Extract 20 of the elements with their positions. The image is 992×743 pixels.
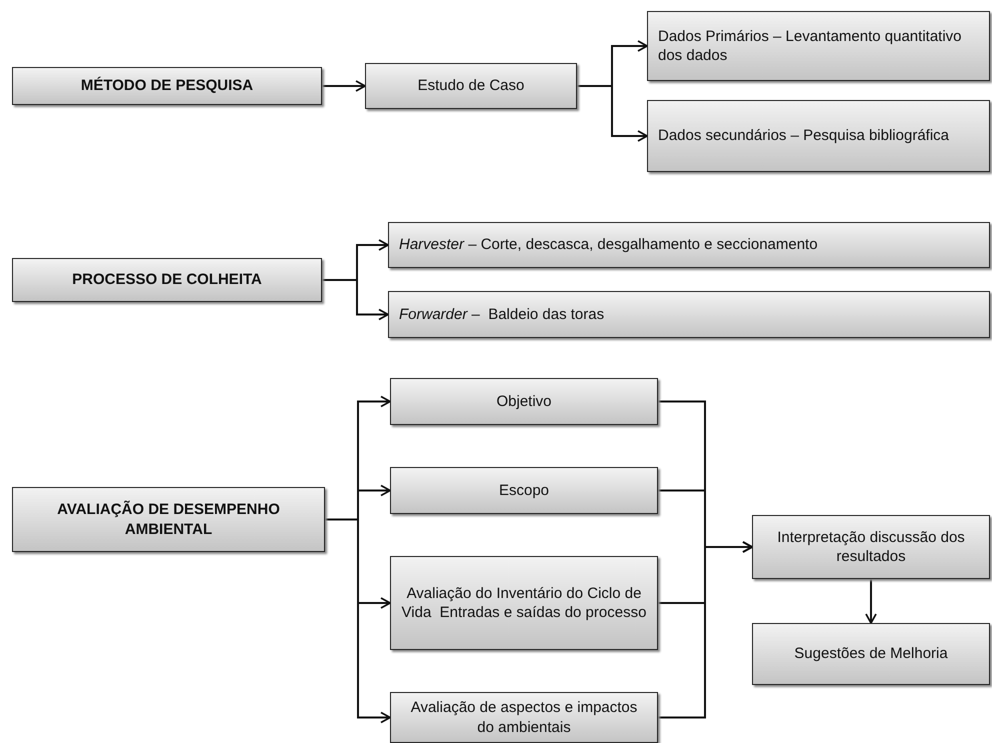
process-box: Objetivo [390, 378, 658, 425]
process-box: Estudo de Caso [365, 63, 577, 109]
process-box: PROCESSO DE COLHEITA [12, 258, 322, 302]
process-box: Sugestões de Melhoria [752, 623, 990, 685]
arrow [577, 85, 648, 142]
process-box: Interpretação discussão dos resultados [752, 515, 990, 579]
arrow [325, 518, 391, 724]
process-box: Escopo [390, 467, 658, 514]
process-box: Avaliação do Inventário do Ciclo de Vida Entradas e saídas do processo [390, 556, 658, 650]
process-box: Dados secundários – Pesquisa bibliográfica [647, 100, 990, 172]
process-box: AVALIAÇÃO DE DESEMPENHO AMBIENTAL [12, 487, 325, 552]
arrow [865, 579, 877, 624]
arrow [658, 541, 753, 718]
arrow [322, 80, 366, 92]
process-box: Harvester – Corte, descasca, desgalhamento e seccionamento [388, 222, 990, 268]
process-box: MÉTODO DE PESQUISA [12, 67, 322, 105]
process-box: Avaliação de aspectos e impactos do ambientais [390, 692, 658, 743]
process-box: Dados Primários – Levantamento quantitativo dos dados [647, 11, 990, 81]
arrow [322, 279, 389, 320]
process-box: Forwarder – Baldeio das toras [388, 291, 990, 338]
